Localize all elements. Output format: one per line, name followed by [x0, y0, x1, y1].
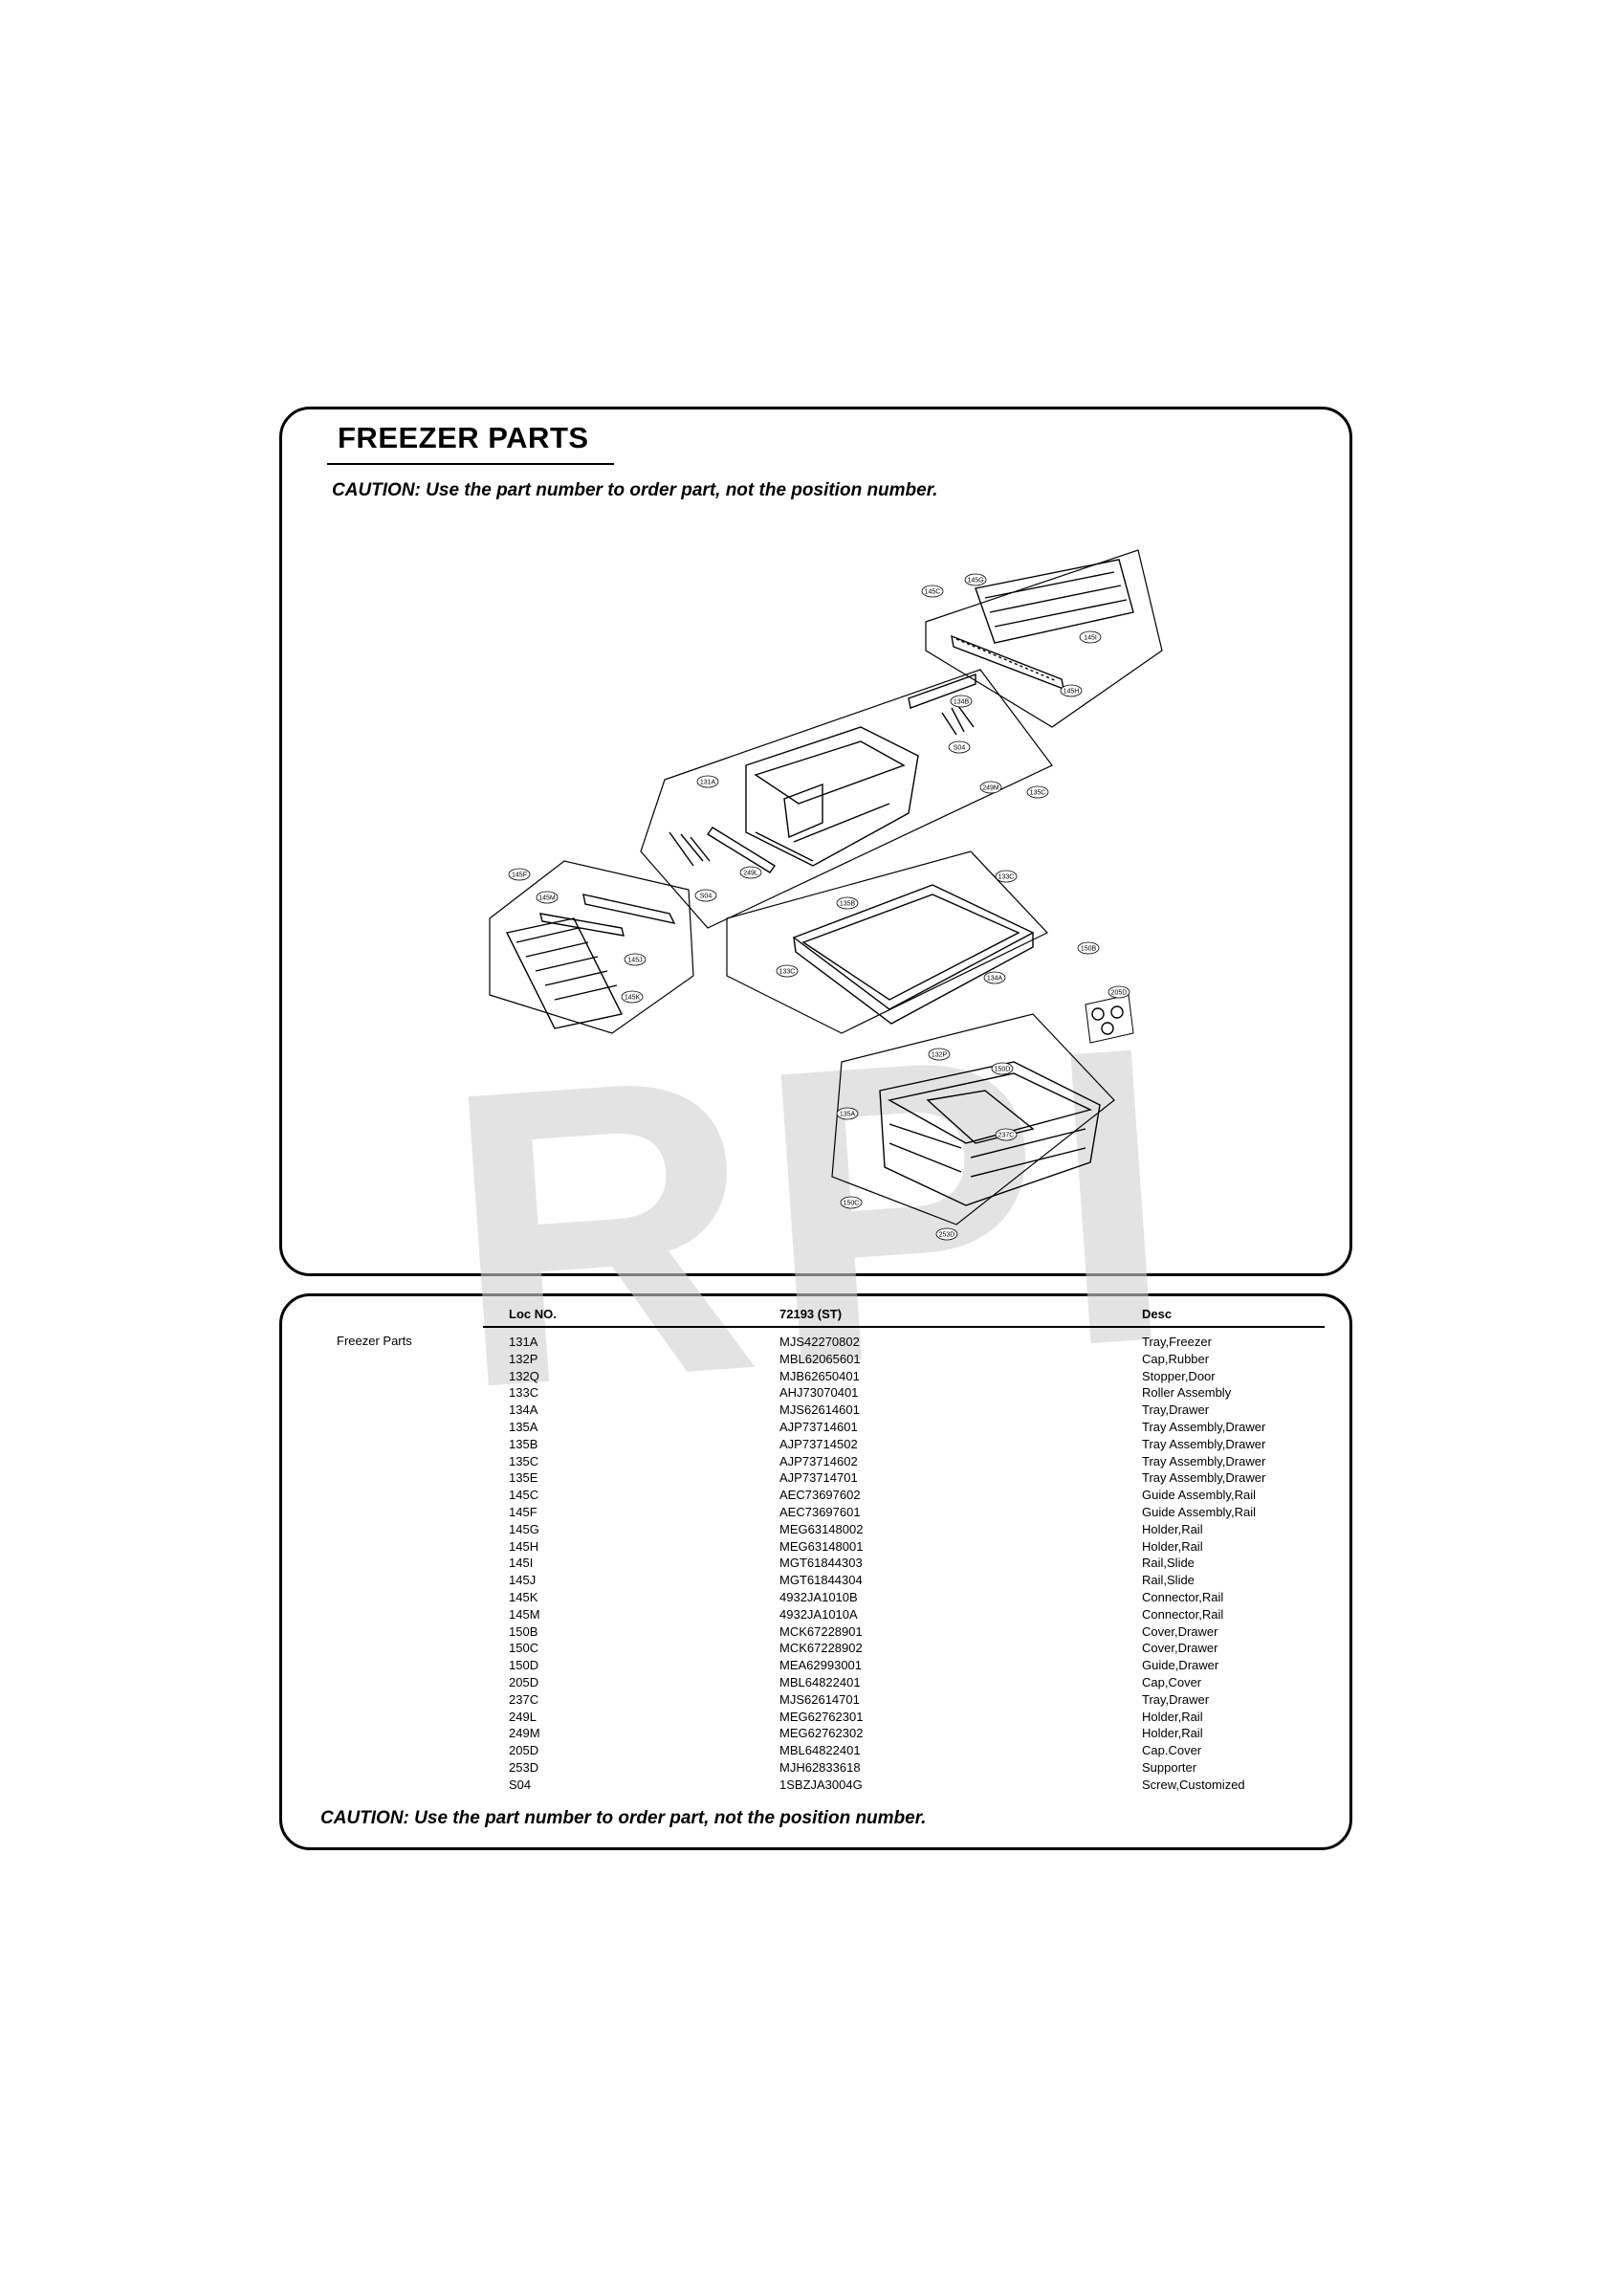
- header-rule: [483, 1326, 1325, 1328]
- table-cell-part: MGT61844304: [779, 1573, 863, 1588]
- table-cell-desc: Cap,Cover: [1142, 1675, 1202, 1689]
- table-cell-part: AJP73714602: [779, 1453, 858, 1468]
- caution-note-bottom: CAUTION: Use the part number to order pa…: [320, 1808, 927, 1828]
- table-cell-loc: 145M: [509, 1606, 540, 1622]
- table-cell-part: MBL62065601: [779, 1351, 861, 1366]
- table-cell-part: MCK67228902: [779, 1641, 863, 1656]
- table-cell-desc: Guide,Drawer: [1142, 1658, 1219, 1673]
- table-cell-desc: Tray Assembly,Drawer: [1142, 1470, 1266, 1486]
- table-cell-loc: 150D: [509, 1658, 539, 1673]
- table-cell-loc: 150B: [509, 1623, 538, 1639]
- table-cell-part: AJP73714502: [779, 1436, 858, 1451]
- table-cell-part: MEG62762302: [779, 1726, 864, 1741]
- table-cell-desc: Cap,Rubber: [1142, 1351, 1210, 1366]
- table-cell-loc: 131A: [509, 1335, 538, 1349]
- table-cell-part: 4932JA1010B: [779, 1590, 858, 1604]
- table-cell-loc: 145I: [509, 1556, 534, 1571]
- table-cell-loc: 145G: [509, 1521, 539, 1536]
- table-cell-part: AJP73714601: [779, 1420, 858, 1434]
- table-cell-desc: Tray Assembly,Drawer: [1142, 1420, 1266, 1434]
- table-cell-desc: Tray,Drawer: [1142, 1691, 1210, 1707]
- table-cell-loc: 145H: [509, 1538, 539, 1554]
- table-cell-loc: 135E: [509, 1470, 538, 1486]
- table-cell-part: MBL64822401: [779, 1743, 861, 1758]
- table-cell-desc: Screw,Customized: [1142, 1777, 1245, 1792]
- parts-table-panel: [279, 1293, 1352, 1850]
- table-cell-part: MJS42270802: [779, 1335, 860, 1349]
- table-cell-part: MEG63148002: [779, 1521, 864, 1536]
- column-header-loc: Loc NO.: [509, 1307, 557, 1321]
- table-cell-desc: Tray,Drawer: [1142, 1402, 1210, 1418]
- page-title: FREEZER PARTS: [338, 421, 589, 454]
- table-cell-loc: 253D: [509, 1760, 539, 1775]
- table-cell-part: MBL64822401: [779, 1675, 861, 1689]
- table-cell-loc: 135A: [509, 1420, 538, 1434]
- table-cell-part: MJS62614701: [779, 1691, 860, 1707]
- table-cell-loc: 205D: [509, 1743, 539, 1758]
- table-cell-loc: 237C: [509, 1691, 539, 1707]
- table-cell-loc: 133C: [509, 1385, 539, 1401]
- table-cell-desc: Holder,Rail: [1142, 1709, 1203, 1724]
- table-cell-desc: Cover,Drawer: [1142, 1623, 1218, 1639]
- table-cell-loc: 135C: [509, 1453, 539, 1468]
- table-cell-loc: 135B: [509, 1436, 538, 1451]
- table-cell-part: MGT61844303: [779, 1556, 863, 1571]
- table-cell-desc: Guide Assembly,Rail: [1142, 1488, 1256, 1503]
- table-cell-part: MJH62833618: [779, 1760, 861, 1775]
- table-cell-part: AEC73697602: [779, 1488, 861, 1503]
- table-cell-desc: Rail,Slide: [1142, 1556, 1195, 1571]
- table-cell-loc: 145F: [509, 1505, 537, 1519]
- table-cell-desc: Cap.Cover: [1142, 1743, 1202, 1758]
- table-cell-desc: Roller Assembly: [1142, 1385, 1232, 1401]
- table-cell-loc: 145C: [509, 1488, 539, 1503]
- group-label: Freezer Parts: [337, 1334, 412, 1348]
- table-cell-loc: 134A: [509, 1402, 538, 1418]
- title-underline: [327, 463, 614, 465]
- table-cell-loc: S04: [509, 1777, 532, 1792]
- table-cell-part: MEG62762301: [779, 1709, 864, 1724]
- table-cell-desc: Connector,Rail: [1142, 1590, 1224, 1604]
- table-cell-part: MJB62650401: [779, 1368, 860, 1383]
- table-cell-desc: Stopper,Door: [1142, 1368, 1216, 1383]
- table-cell-part: 1SBZJA3004G: [779, 1777, 863, 1792]
- table-cell-desc: Connector,Rail: [1142, 1606, 1224, 1622]
- table-cell-part: MEG63148001: [779, 1538, 864, 1554]
- table-cell-desc: Guide Assembly,Rail: [1142, 1505, 1256, 1519]
- table-cell-desc: Rail,Slide: [1142, 1573, 1195, 1588]
- table-cell-part: AEC73697601: [779, 1505, 861, 1519]
- table-cell-part: MEA62993001: [779, 1658, 863, 1673]
- table-cell-loc: 145K: [509, 1590, 538, 1604]
- table-cell-loc: 150C: [509, 1641, 539, 1656]
- table-cell-loc: 145J: [509, 1573, 537, 1588]
- table-cell-desc: Holder,Rail: [1142, 1538, 1203, 1554]
- table-cell-desc: Holder,Rail: [1142, 1726, 1203, 1741]
- table-cell-part: 4932JA1010A: [779, 1606, 858, 1622]
- table-cell-part: MCK67228901: [779, 1623, 863, 1639]
- table-cell-part: AJP73714701: [779, 1470, 858, 1486]
- table-cell-part: MJS62614601: [779, 1402, 860, 1418]
- table-cell-loc: 249M: [509, 1726, 540, 1741]
- table-cell-desc: Tray Assembly,Drawer: [1142, 1453, 1266, 1468]
- column-header-part: 72193 (ST): [779, 1307, 843, 1321]
- column-header-desc: Desc: [1142, 1307, 1173, 1321]
- table-cell-loc: 132P: [509, 1351, 538, 1366]
- table-cell-loc: 132Q: [509, 1368, 539, 1383]
- table-cell-desc: Tray Assembly,Drawer: [1142, 1436, 1266, 1451]
- table-cell-desc: Tray,Freezer: [1142, 1335, 1212, 1349]
- table-cell-desc: Cover,Drawer: [1142, 1641, 1218, 1656]
- table-cell-loc: 205D: [509, 1675, 539, 1689]
- table-cell-desc: Holder,Rail: [1142, 1521, 1203, 1536]
- table-cell-desc: Supporter: [1142, 1760, 1197, 1775]
- table-cell-loc: 249L: [509, 1709, 537, 1724]
- caution-note-top: CAUTION: Use the part number to order pa…: [332, 480, 938, 500]
- table-cell-part: AHJ73070401: [779, 1385, 859, 1401]
